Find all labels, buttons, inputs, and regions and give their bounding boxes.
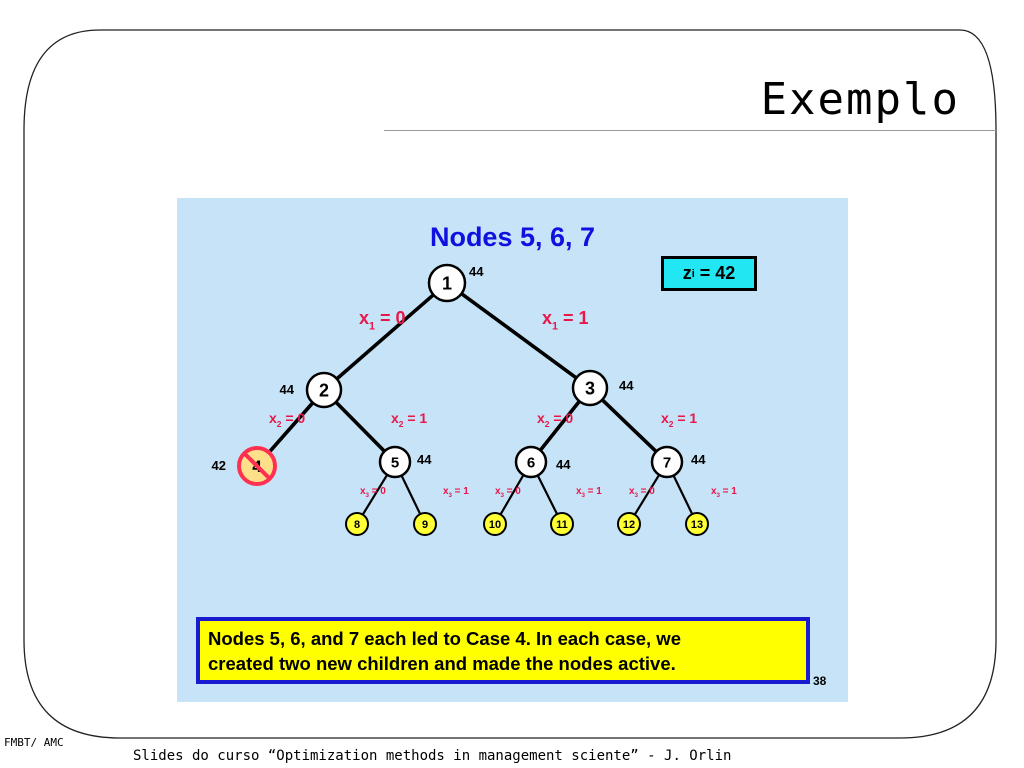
bound-label-4: 42 (212, 458, 226, 473)
note-line-1: Nodes 5, 6, and 7 each led to Case 4. In… (208, 628, 681, 649)
node-5 (378, 445, 412, 479)
incumbent-value: = 42 (694, 263, 736, 283)
node-7 (650, 445, 684, 479)
node-label-12: 12 (623, 519, 635, 531)
node-label-10: 10 (489, 519, 501, 531)
slide-title: Exemplo (760, 74, 960, 125)
bound-label-1: 44 (469, 264, 484, 279)
edge-5-9 (400, 475, 422, 515)
bound-label-7: 44 (691, 452, 706, 467)
node-2 (305, 371, 343, 409)
branch-label-2-4: x2 = 0 (269, 410, 305, 429)
node-12 (617, 512, 641, 536)
node-9 (413, 512, 437, 536)
branch-label-7-13: x3 = 1 (711, 486, 737, 499)
node-1 (427, 263, 467, 303)
branch-label-6-10: x3 = 0 (495, 486, 521, 499)
branch-label-5-8: x3 = 0 (360, 486, 386, 499)
incumbent-var: z (682, 263, 692, 283)
node-label-8: 8 (354, 519, 360, 531)
branch-label-6-11: x3 = 1 (576, 486, 602, 499)
branch-label-5-9: x3 = 1 (443, 486, 469, 499)
node-label-13: 13 (691, 519, 703, 531)
note-box: Nodes 5, 6, and 7 each led to Case 4. In… (196, 617, 810, 684)
footer-center: Slides do curso “Optimization methods in… (133, 748, 732, 764)
bound-label-6: 44 (556, 457, 571, 472)
node-label-2: 2 (319, 380, 329, 400)
bound-label-3: 44 (619, 378, 634, 393)
fathom-slash-icon (241, 450, 273, 482)
edge-6-11 (536, 474, 559, 515)
node-label-11: 11 (556, 519, 568, 531)
branch-label-3-6: x2 = 0 (537, 410, 573, 429)
node-11 (550, 512, 574, 536)
node-label-5: 5 (391, 454, 399, 471)
branch-label-1-3: x1 = 1 (542, 308, 589, 332)
edge-3-7 (601, 398, 658, 453)
title-divider (384, 130, 996, 131)
node-label-7: 7 (663, 454, 671, 471)
node-13 (685, 512, 709, 536)
edge-1-2 (335, 293, 435, 381)
branch-label-1-2: x1 = 0 (359, 308, 406, 332)
incumbent-sub: i (691, 267, 695, 280)
branch-label-3-7: x2 = 1 (661, 410, 697, 429)
bound-label-5: 44 (417, 452, 432, 467)
node-label-1: 1 (442, 273, 452, 293)
page-number: 38 (813, 674, 827, 688)
branch-label-2-5: x2 = 1 (391, 410, 427, 429)
edge-2-4 (268, 401, 315, 453)
bound-label-2: 44 (280, 382, 295, 397)
footer-left: FMBT/ AMC (4, 736, 64, 749)
node-6 (514, 445, 548, 479)
edge-1-3 (460, 292, 578, 380)
branch-and-bound-tree: x1 = 0 x1 = 1 x2 = 0 x2 = 1 x2 = 0 x2 = 1 x3 =… (212, 263, 737, 536)
node-label-9: 9 (422, 519, 428, 531)
edge-5-8 (361, 474, 389, 516)
edge-3-6 (538, 400, 581, 452)
edge-2-5 (334, 400, 386, 453)
node-label-3: 3 (585, 378, 595, 398)
panel-title: Nodes 5, 6, 7 (429, 222, 596, 252)
node-3 (571, 369, 609, 407)
note-line-2: created two new children and made the no… (208, 653, 676, 674)
node-10 (483, 512, 507, 536)
node-8 (345, 512, 369, 536)
branch-label-7-12: x3 = 0 (629, 486, 655, 499)
edge-6-10 (499, 474, 525, 516)
node-label-6: 6 (527, 454, 535, 471)
edge-7-12 (633, 474, 661, 516)
edge-7-13 (672, 475, 694, 515)
